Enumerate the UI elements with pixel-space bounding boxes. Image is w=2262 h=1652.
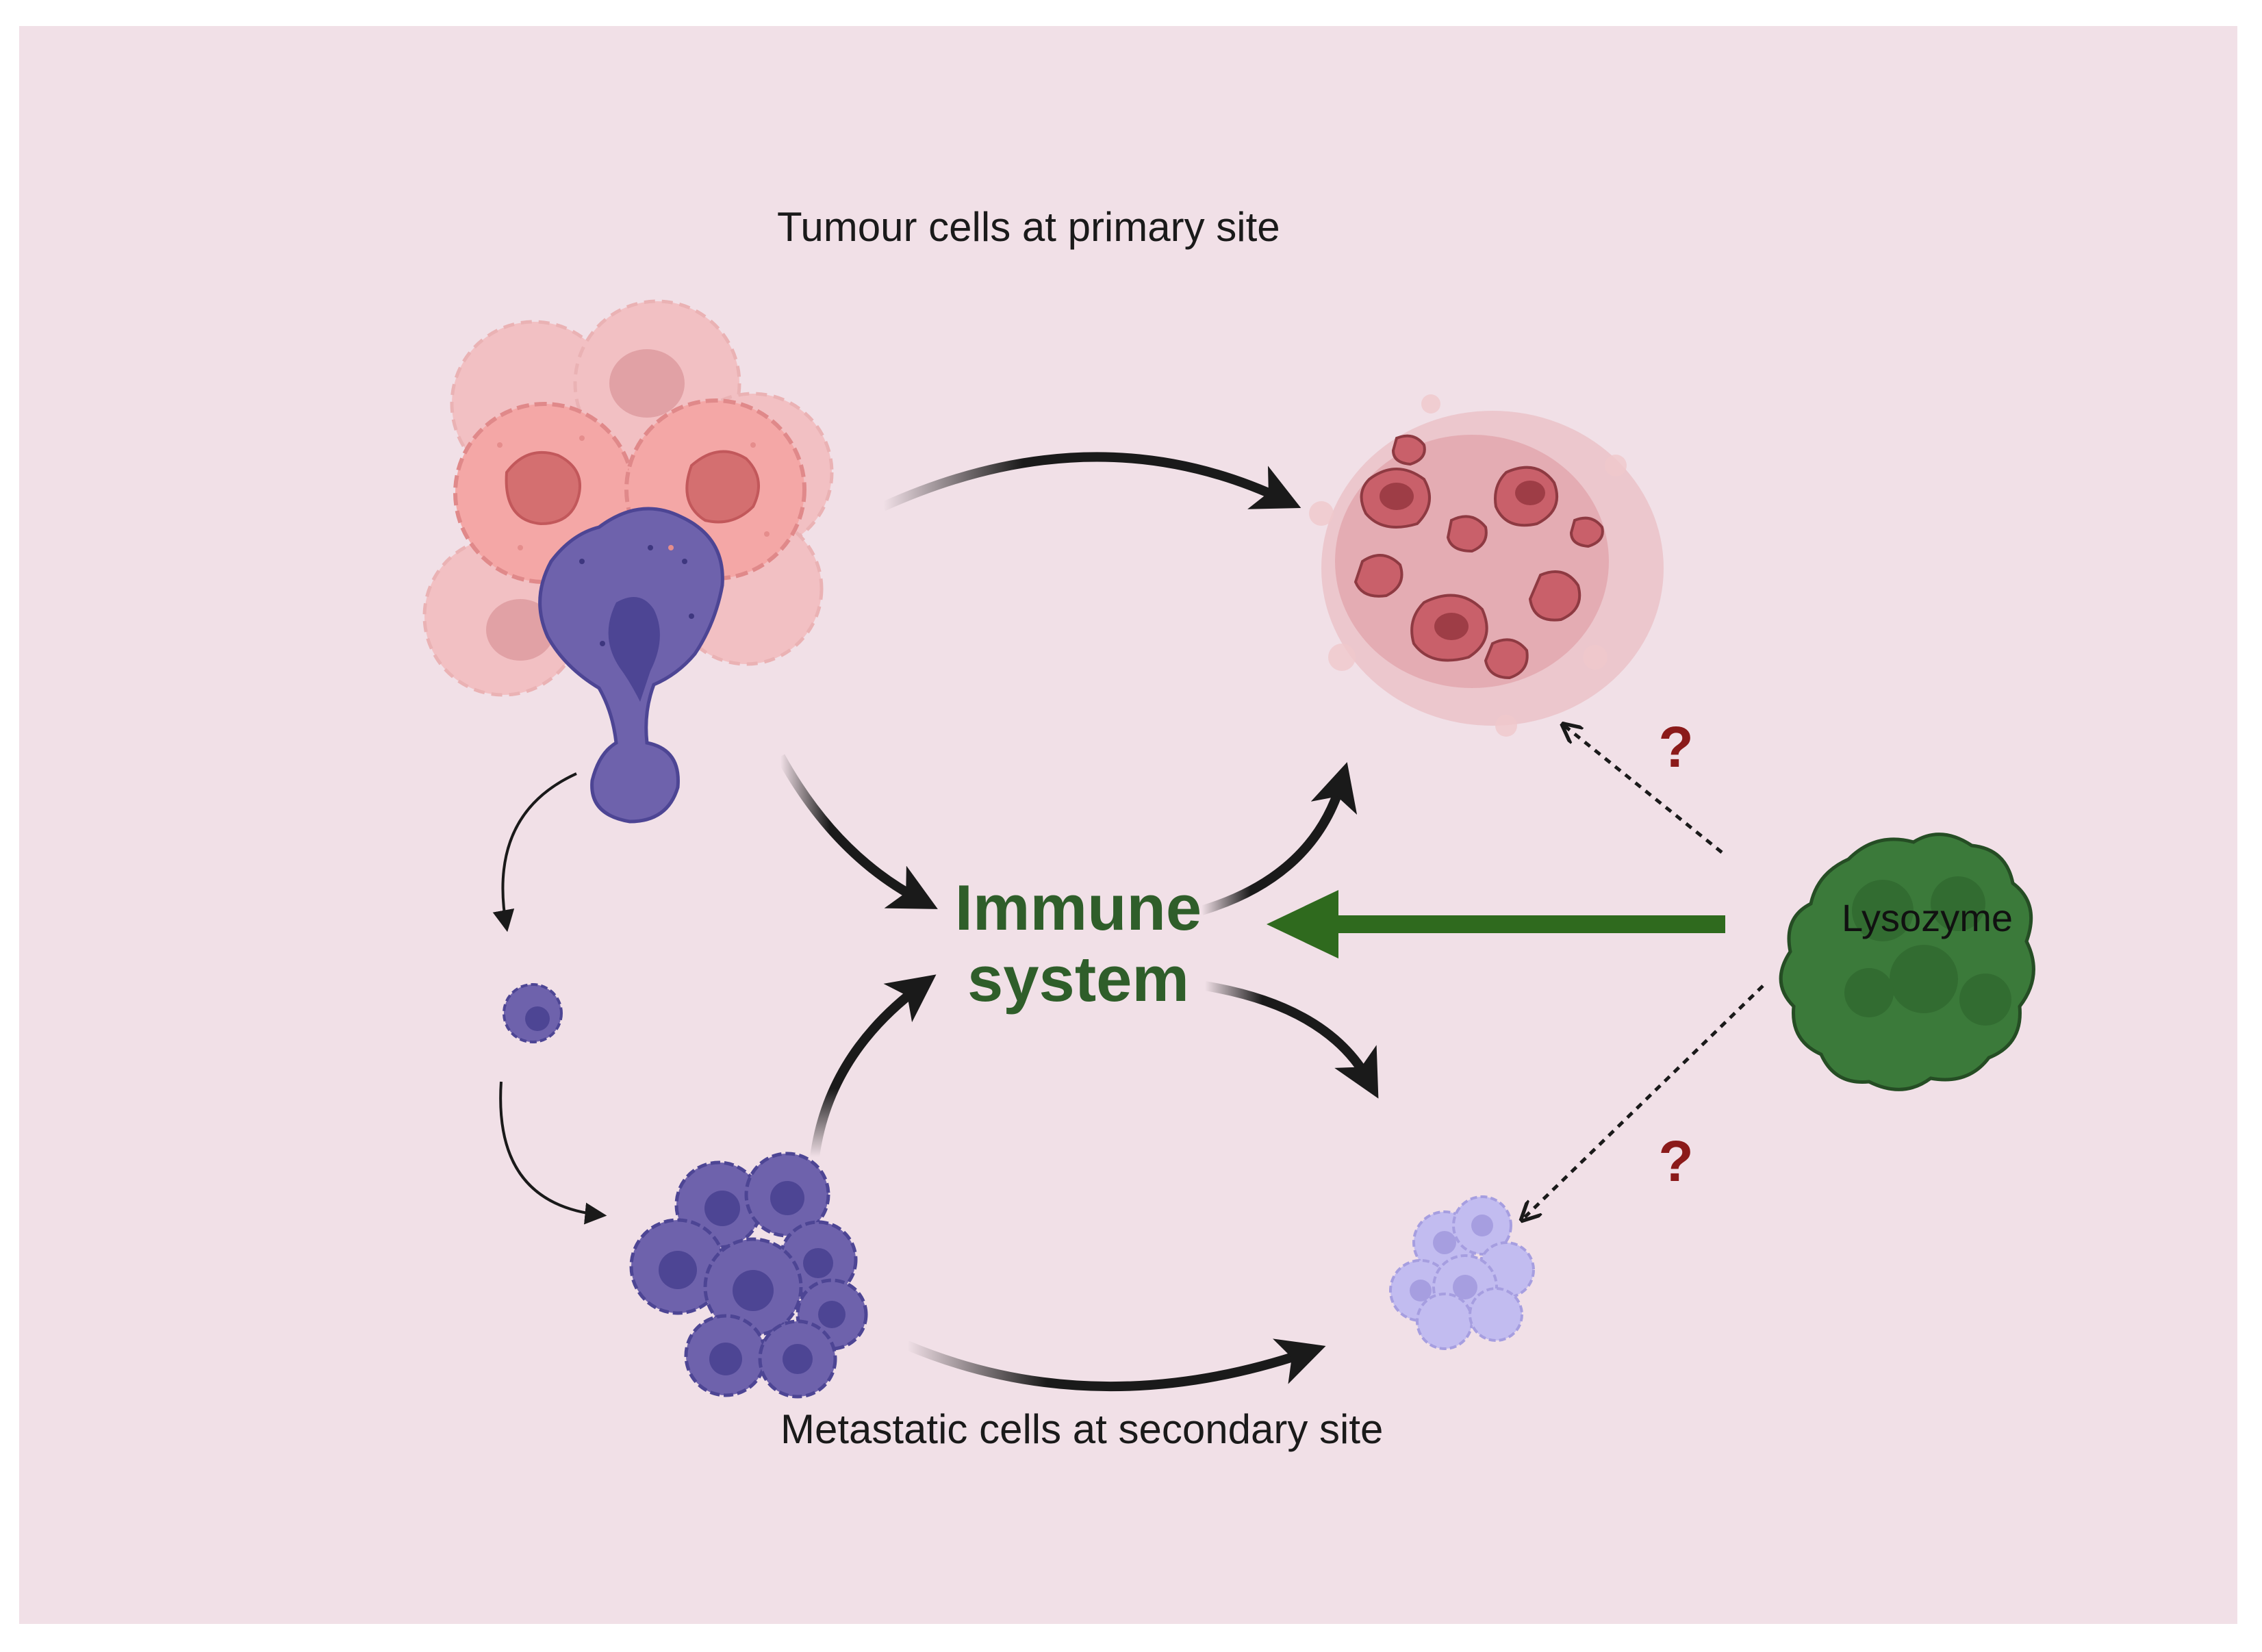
question-mark-bottom: ? (1658, 1129, 1693, 1193)
arrow-metastatic-to-immune (810, 974, 937, 1158)
arrow-lysozyme-to-lysed-dotted (1523, 984, 1764, 1219)
arrow-single-cell-to-metastatic (499, 1081, 607, 1225)
circulating-tumour-cell-icon (503, 983, 563, 1043)
arrow-immune-to-lysed (1204, 981, 1379, 1099)
diagram-background (19, 26, 2237, 1624)
arrow-metastatic-to-lysed (905, 1338, 1326, 1392)
arrow-immune-to-dead (1199, 762, 1358, 915)
arrow-primary-to-single-cell (492, 772, 577, 932)
lysozyme-protein-icon (1779, 833, 2035, 1091)
immune-system-label-line1: Immune (955, 872, 1202, 943)
dead-tumour-cells-icon (1309, 394, 1664, 737)
arrow-primary-to-immune (776, 754, 938, 909)
primary-site-label: Tumour cells at primary site (777, 204, 1280, 250)
immune-system-label-line2: system (967, 943, 1189, 1015)
metastatic-cluster-icon (629, 1152, 868, 1399)
question-mark-top: ? (1658, 715, 1693, 779)
lysozyme-label: Lysozyme (1842, 896, 2013, 939)
lysed-metastatic-cells-icon (1389, 1195, 1535, 1350)
secondary-site-label: Metastatic cells at secondary site (780, 1406, 1383, 1452)
tumour-cluster-icon (422, 299, 834, 824)
arrow-primary-to-dead (881, 452, 1301, 511)
arrow-lysozyme-to-immune-head (1267, 890, 1338, 958)
